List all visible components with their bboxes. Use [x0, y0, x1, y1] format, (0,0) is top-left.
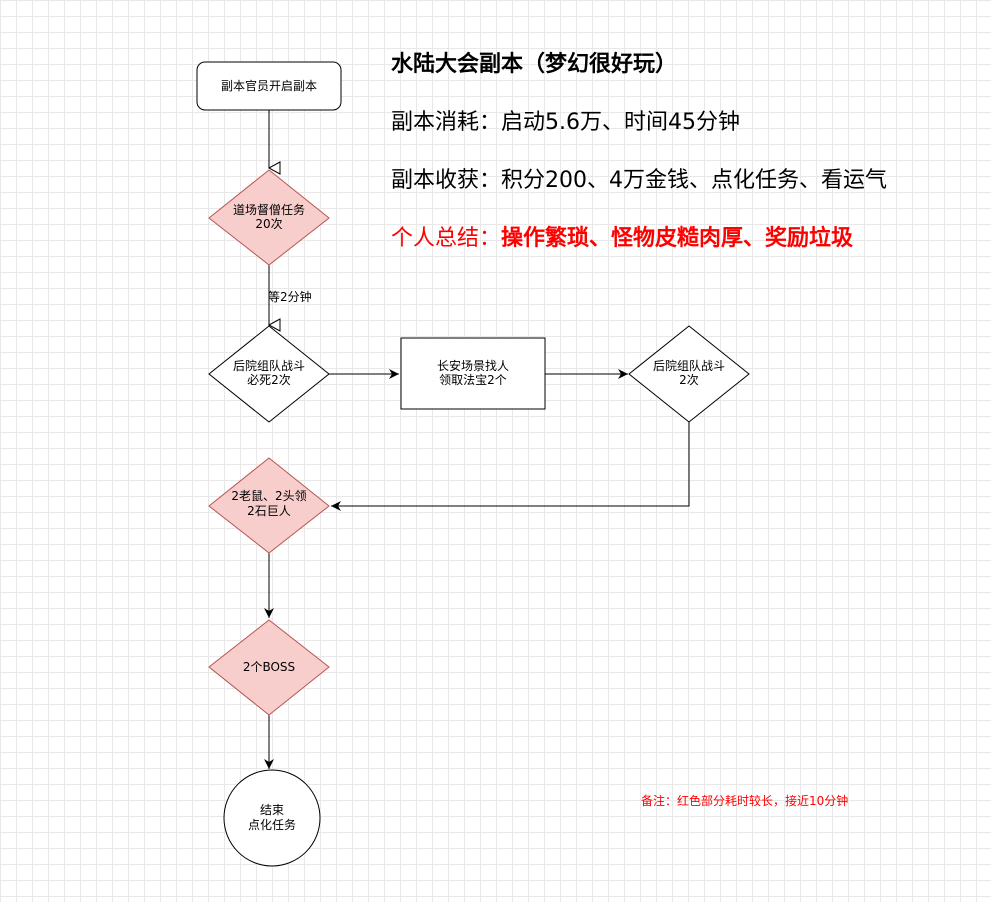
edge-wait-label: 等2分钟 — [268, 289, 312, 304]
node-boss-label: 2个BOSS — [243, 660, 295, 674]
node-fight2-label-2: 2次 — [679, 373, 699, 387]
node-monsters-label-1: 2老鼠、2头领 — [231, 489, 306, 503]
note-text: 备注：红色部分耗时较长，接近10分钟 — [641, 794, 849, 808]
node-monsters-label-2: 2石巨人 — [247, 504, 291, 518]
node-task1-label-1: 道场督僧任务 — [233, 202, 305, 217]
summary-line: 个人总结：操作繁琐、怪物皮糙肉厚、奖励垃圾 — [391, 220, 853, 252]
edge-fight2-monsters — [331, 422, 690, 511]
node-monsters[interactable]: 2老鼠、2头领 2石巨人 — [208, 457, 330, 554]
node-changan-label-2: 领取法宝2个 — [439, 373, 507, 387]
node-end-label-1: 结束 — [260, 803, 284, 817]
node-start-label: 副本官员开启副本 — [221, 78, 317, 93]
page-title: 水陆大会副本（梦幻很好玩） — [391, 52, 678, 77]
node-fight2-label-1: 后院组队战斗 — [653, 358, 725, 373]
node-changan[interactable]: 长安场景找人 领取法宝2个 — [400, 337, 546, 410]
node-task1[interactable]: 道场督僧任务 20次 — [208, 169, 330, 266]
node-fight2[interactable]: 后院组队战斗 2次 — [628, 325, 750, 423]
node-end[interactable]: 结束 点化任务 — [223, 769, 321, 867]
node-changan-label-1: 长安场景找人 — [437, 358, 509, 373]
summary-text: 操作繁琐、怪物皮糙肉厚、奖励垃圾 — [501, 226, 854, 251]
node-fight1-label-1: 后院组队战斗 — [233, 358, 305, 373]
node-task1-label-2: 20次 — [255, 217, 282, 231]
node-fight1-label-2: 必死2次 — [247, 373, 291, 387]
node-boss[interactable]: 2个BOSS — [208, 619, 330, 716]
node-start[interactable]: 副本官员开启副本 — [196, 61, 342, 111]
cost-line: 副本消耗：启动5.6万、时间45分钟 — [391, 110, 740, 135]
node-end-label-2: 点化任务 — [248, 817, 296, 832]
summary-label: 个人总结： — [391, 226, 502, 251]
node-fight1[interactable]: 后院组队战斗 必死2次 — [208, 325, 330, 423]
reward-line: 副本收获：积分200、4万金钱、点化任务、看运气 — [391, 168, 887, 193]
